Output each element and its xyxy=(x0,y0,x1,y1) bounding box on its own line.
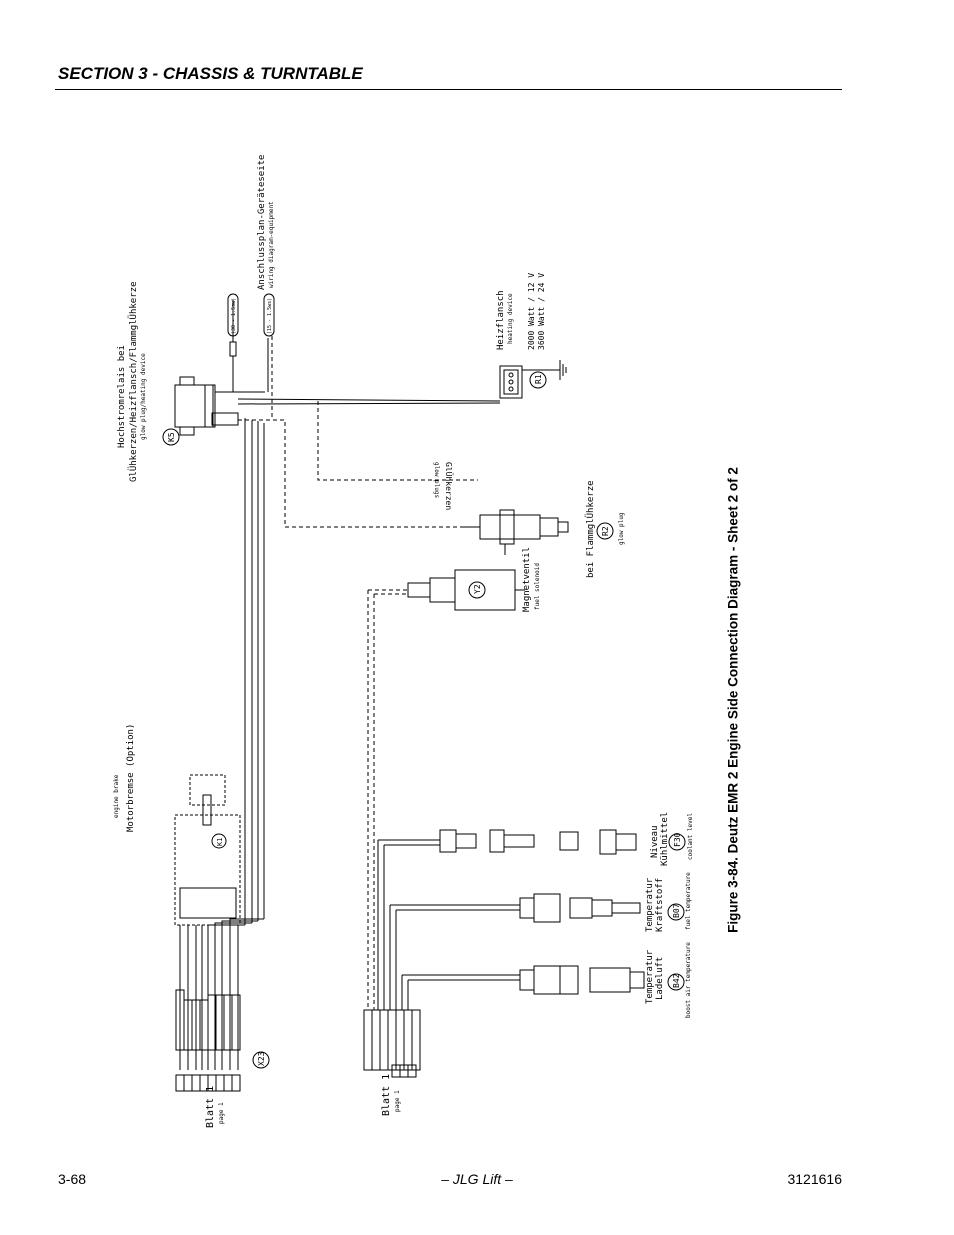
page-left: page 1 xyxy=(218,1102,225,1124)
mv-id: Y2 xyxy=(473,584,482,594)
figure-caption: Figure 3-84. Deutz EMR 2 Engine Side Con… xyxy=(725,467,741,933)
niv-l2: Kühlmittel xyxy=(660,812,670,866)
page-number: 3-68 xyxy=(58,1171,87,1187)
heiz-id: R1 xyxy=(534,374,543,384)
document-number: 3121616 xyxy=(787,1171,842,1187)
tl-en: boost air temperature xyxy=(685,942,692,1018)
k5-id: K5 xyxy=(167,432,176,442)
x23-id: X23 xyxy=(257,1051,266,1066)
niv-l1: Niveau xyxy=(650,825,660,858)
mb-label-en: engine brake xyxy=(113,774,120,818)
engine-brake-k1 xyxy=(174,814,241,926)
wire-15: (15 - 1.5ws) xyxy=(267,298,273,334)
flame-glow-plug-r2 xyxy=(479,514,541,540)
blatt-left: Blatt 1 xyxy=(205,1086,216,1128)
wire-30: (30 - 1.5sw) xyxy=(231,298,237,334)
heiz-label-12v: 2000 Watt / 12 V xyxy=(527,273,536,350)
k5-label-main: Hochstromrelais bei xyxy=(117,345,127,448)
mb-id: K1 xyxy=(216,838,224,846)
tk-l1: Temperatur xyxy=(645,877,655,932)
wiring-label-main: Anschlussplan-Geräteseite xyxy=(257,155,267,290)
wiring-label-en: wiring diagram-equipment xyxy=(268,201,275,288)
mv-label-en: fuel solenoid xyxy=(534,563,541,610)
tl-l2: Ladeluft xyxy=(655,957,665,1000)
glow-label-en: glow plugs xyxy=(433,462,440,499)
niv-id: F30 xyxy=(673,832,682,847)
tl-id: B42 xyxy=(672,973,681,988)
fl-id: R2 xyxy=(601,526,610,536)
blatt-right: Blatt 1 xyxy=(381,1074,392,1116)
k5-label-en: glow plug/heating device xyxy=(140,353,147,440)
tk-l2: Kraftstoff xyxy=(655,878,665,932)
tl-l1: Temperatur xyxy=(645,949,655,1004)
mv-label-main: Magnetventil xyxy=(522,547,532,612)
heiz-label-main: Heizflansch xyxy=(496,290,506,350)
heiz-label-en: heating device xyxy=(507,293,514,344)
tk-id: B07 xyxy=(672,903,681,918)
k5-label-sub: GlÜhkerzen/Heizflansch/FlammglÜhkerze xyxy=(128,282,139,482)
k5-relay xyxy=(174,384,216,428)
page-right: page 1 xyxy=(394,1090,401,1112)
fl-label-en: glow plug xyxy=(618,512,625,545)
footer-brand: – JLG Lift – xyxy=(441,1171,513,1187)
mb-label-main: Motorbremse (Option) xyxy=(126,724,136,832)
tk-en: fuel temperature xyxy=(685,872,692,930)
niv-en: coolant level xyxy=(687,813,694,860)
glow-label-main: GlÜhkerzen xyxy=(444,462,454,510)
section-header: SECTION 3 - CHASSIS & TURNTABLE xyxy=(58,64,363,83)
header-rule xyxy=(55,89,842,90)
heating-flange-r1 xyxy=(499,365,523,399)
fl-label-main: bei FlammglÜhkerze xyxy=(585,480,596,578)
heiz-label-24v: 3600 Watt / 24 V xyxy=(537,273,546,350)
